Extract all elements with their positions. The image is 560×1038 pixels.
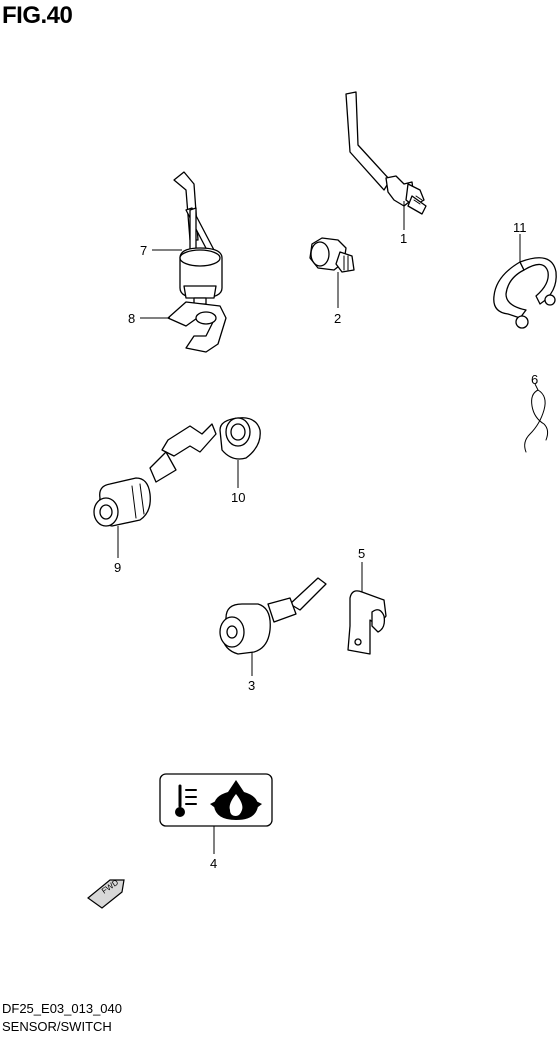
- part-2-switch[interactable]: [309, 237, 355, 273]
- callout-2: 2: [334, 311, 341, 326]
- part-8-clip[interactable]: [167, 301, 227, 353]
- leader-lines: [117, 206, 539, 854]
- callout-8: 8: [128, 311, 135, 326]
- diagram-name: SENSOR/SWITCH: [2, 1019, 112, 1034]
- fwd-arrow-icon: FWD: [87, 878, 125, 909]
- part-1-sensor[interactable]: [345, 91, 427, 215]
- figure-title: FIG.40: [2, 2, 73, 29]
- callout-6: 6: [531, 372, 538, 387]
- diagram-code: DF25_E03_013_040: [2, 1001, 122, 1016]
- callout-3: 3: [248, 678, 255, 693]
- callout-11: 11: [513, 220, 527, 235]
- callout-1: 1: [400, 231, 407, 246]
- part-9-sensor[interactable]: [93, 423, 217, 527]
- callout-7: 7: [140, 243, 147, 258]
- callout-10: 10: [231, 490, 245, 505]
- oil-pressure-icon: [210, 780, 262, 820]
- callout-9: 9: [114, 560, 121, 575]
- callout-4: 4: [210, 856, 217, 871]
- callout-5: 5: [358, 546, 365, 561]
- part-4-label-plate[interactable]: [159, 773, 273, 827]
- part-10-grommet[interactable]: [219, 417, 261, 460]
- part-5-bracket[interactable]: [347, 590, 387, 655]
- thermometer-icon: [175, 784, 197, 817]
- part-6-wire-clip[interactable]: [524, 389, 549, 453]
- part-11-band-clamp[interactable]: [493, 257, 557, 329]
- part-3-sensor[interactable]: [219, 577, 327, 655]
- part-7-thermo-switch[interactable]: [173, 171, 223, 305]
